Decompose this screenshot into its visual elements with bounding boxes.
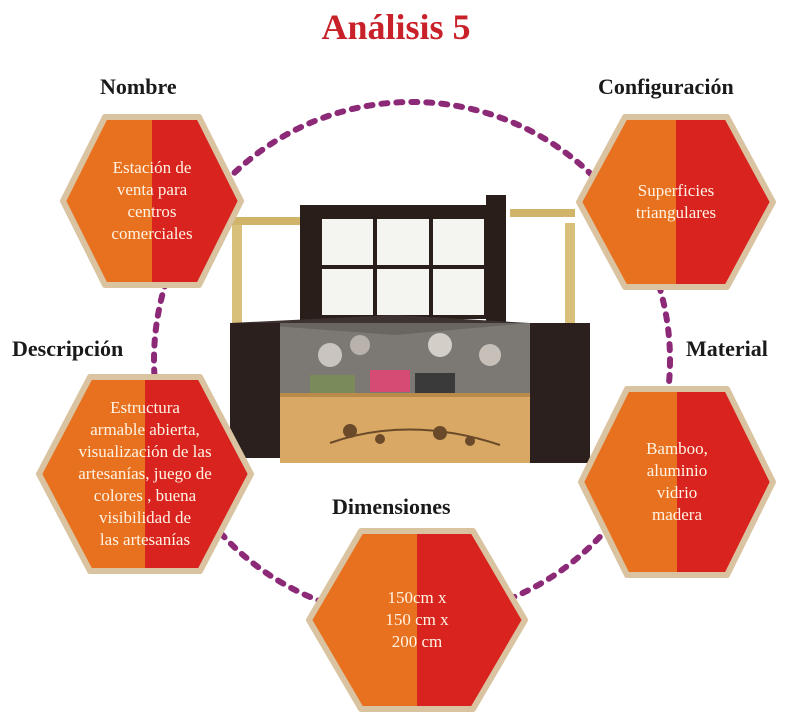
label-nombre: Nombre (100, 74, 177, 99)
label-descripcion: Descripción (12, 336, 124, 361)
hex-nombre: Estación de venta para centros comercial… (58, 112, 246, 290)
hex-descripcion-text: Estructura armable abierta, visualizació… (78, 398, 212, 549)
hex-descripcion: Estructura armable abierta, visualizació… (34, 372, 256, 576)
hex-material: Bamboo, aluminio vidrio madera (576, 384, 778, 580)
hex-configuracion: Superficies triangulares (574, 112, 778, 292)
page-title: Análisis 5 (321, 7, 471, 47)
hex-material-text: Bamboo, aluminio vidrio madera (646, 439, 708, 524)
hex-dimensiones-text: 150cm x 150 cm x 200 cm (385, 588, 449, 651)
label-dimensiones: Dimensiones (332, 494, 451, 519)
hex-dimensiones: 150cm x 150 cm x 200 cm (304, 526, 530, 714)
hex-nombre-text: Estación de venta para centros comercial… (111, 158, 193, 243)
hex-configuracion-text: Superficies triangulares (635, 181, 717, 222)
kiosk-image (230, 195, 590, 463)
label-material: Material (686, 336, 768, 361)
label-configuracion: Configuración (598, 74, 734, 99)
